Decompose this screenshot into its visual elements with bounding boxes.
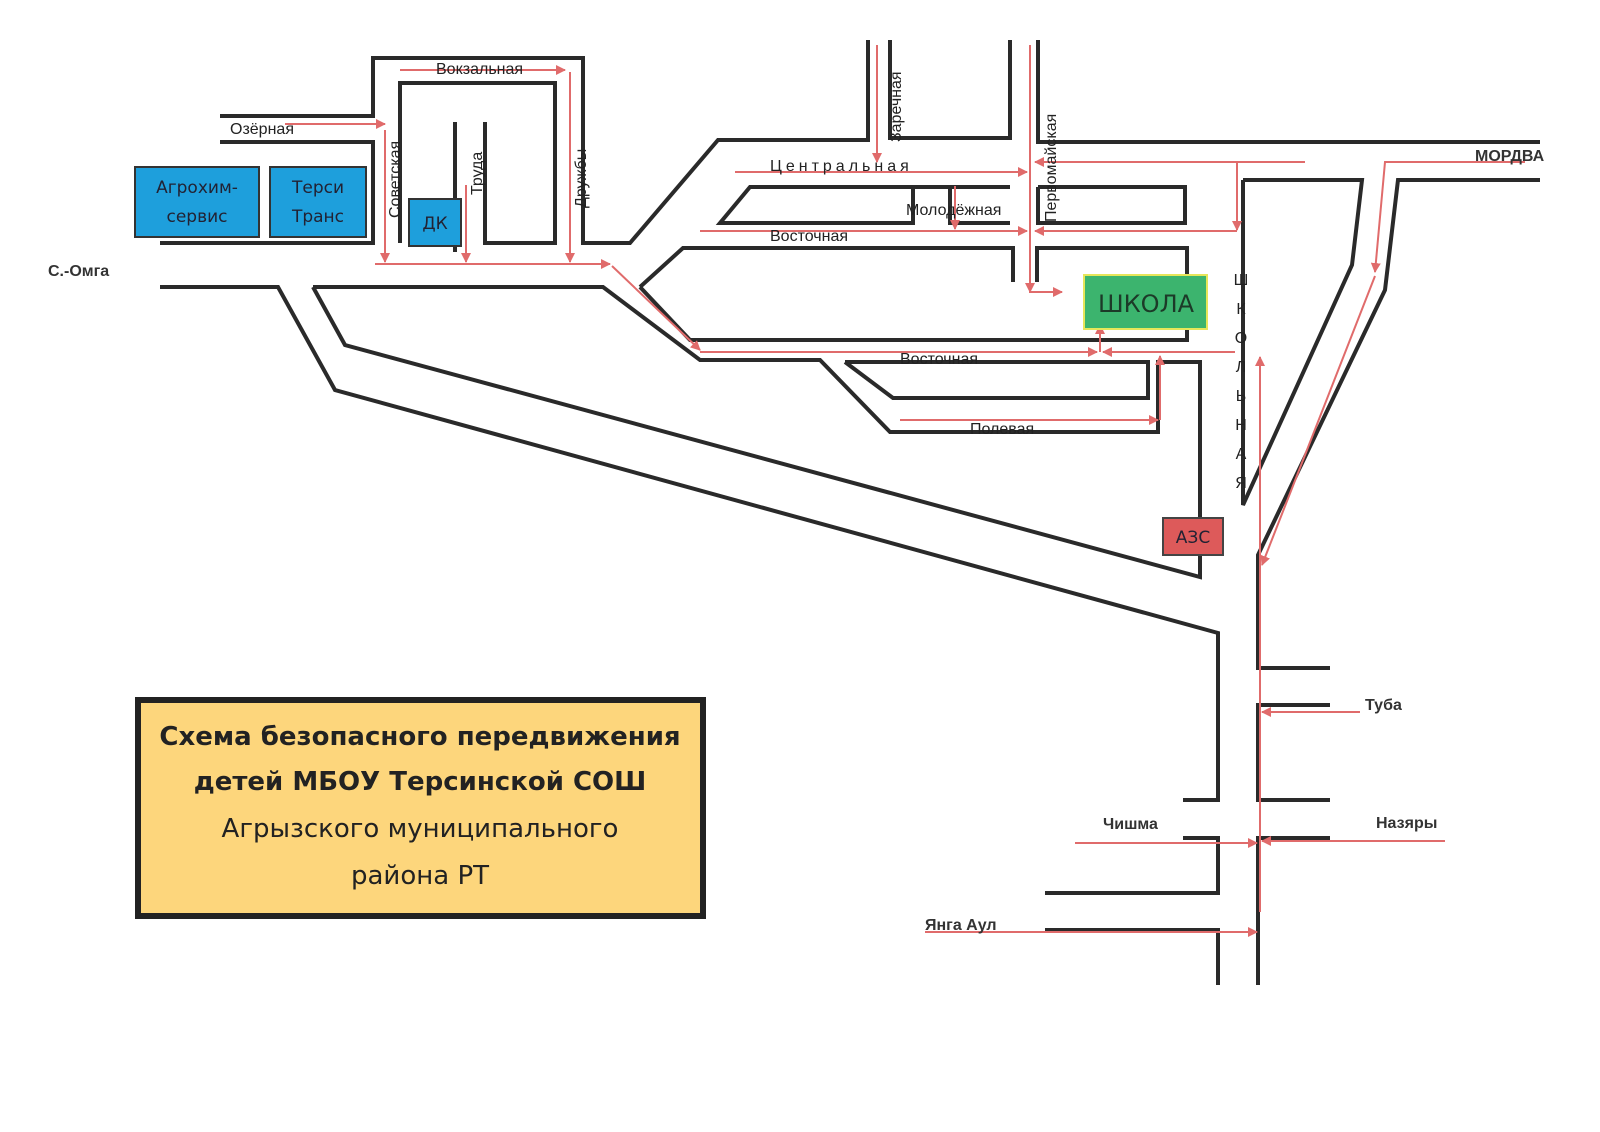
street-vokzalnaya: Вокзальная bbox=[436, 61, 523, 78]
direction-tuba: Туба bbox=[1365, 697, 1402, 714]
title-line-3: Агрызского муниципального bbox=[222, 814, 619, 844]
building-agrokhimservis: Агрохим- сервис bbox=[134, 166, 260, 238]
title-line-1: Схема безопасного передвижения bbox=[159, 722, 680, 752]
shkolnaya-letter: Ш bbox=[1234, 272, 1249, 289]
shkolnaya-letter: К bbox=[1236, 301, 1246, 318]
tersi-label-2: Транс bbox=[291, 207, 344, 227]
street-zarechnaya: Заречная bbox=[888, 71, 905, 142]
agrokhim-label-1: Агрохим- bbox=[156, 178, 238, 198]
building-gas-station: АЗС bbox=[1162, 517, 1224, 556]
agrokhim-label-2: сервис bbox=[166, 207, 227, 227]
dk-label: ДК bbox=[422, 214, 447, 234]
gas-station-label: АЗС bbox=[1176, 528, 1210, 548]
shkolnaya-letter: Л bbox=[1236, 359, 1247, 376]
title-line-4: района РТ bbox=[351, 861, 489, 891]
title-line-2: детей МБОУ Терсинской СОШ bbox=[194, 767, 647, 797]
building-school: ШКОЛА bbox=[1083, 274, 1208, 330]
school-label: ШКОЛА bbox=[1098, 290, 1195, 318]
street-ozernaya: Озёрная bbox=[230, 121, 294, 138]
shkolnaya-letter: О bbox=[1235, 330, 1247, 347]
direction-nazyary: Назяры bbox=[1376, 815, 1437, 832]
street-truda: Труда bbox=[469, 152, 486, 195]
street-vostochnaya-lower: Восточная bbox=[900, 351, 978, 368]
safe-route-arrows bbox=[285, 45, 1525, 937]
building-tersi-trans: Терси Транс bbox=[269, 166, 367, 238]
street-pervomayskaya: Первомайская bbox=[1043, 114, 1060, 222]
street-druzhby: Дружбы bbox=[573, 149, 590, 208]
shkolnaya-letter: А bbox=[1236, 446, 1247, 463]
tersi-label-1: Терси bbox=[291, 178, 344, 198]
shkolnaya-letter: Н bbox=[1235, 417, 1247, 434]
shkolnaya-letter: Ь bbox=[1236, 388, 1247, 405]
street-molodezhnaya: Молодёжная bbox=[906, 202, 1001, 219]
street-sovetskaya: Советская bbox=[387, 141, 404, 218]
street-polevaya: Полевая bbox=[970, 421, 1034, 438]
direction-s-omga: С.-Омга bbox=[48, 263, 109, 280]
street-tsentralnaya: Центральная bbox=[770, 158, 913, 175]
direction-chishma: Чишма bbox=[1103, 816, 1158, 833]
direction-mordva: МОРДВА bbox=[1475, 148, 1545, 165]
building-dk: ДК bbox=[408, 198, 462, 247]
shkolnaya-letter: Я bbox=[1235, 475, 1247, 492]
street-vostochnaya-upper: Восточная bbox=[770, 228, 848, 245]
map-title-box: Схема безопасного передвижения детей МБО… bbox=[135, 697, 706, 919]
street-shkolnaya: Ш К О Л Ь Н А Я bbox=[1234, 272, 1249, 492]
direction-yanga-aul: Янга Аул bbox=[925, 917, 997, 934]
